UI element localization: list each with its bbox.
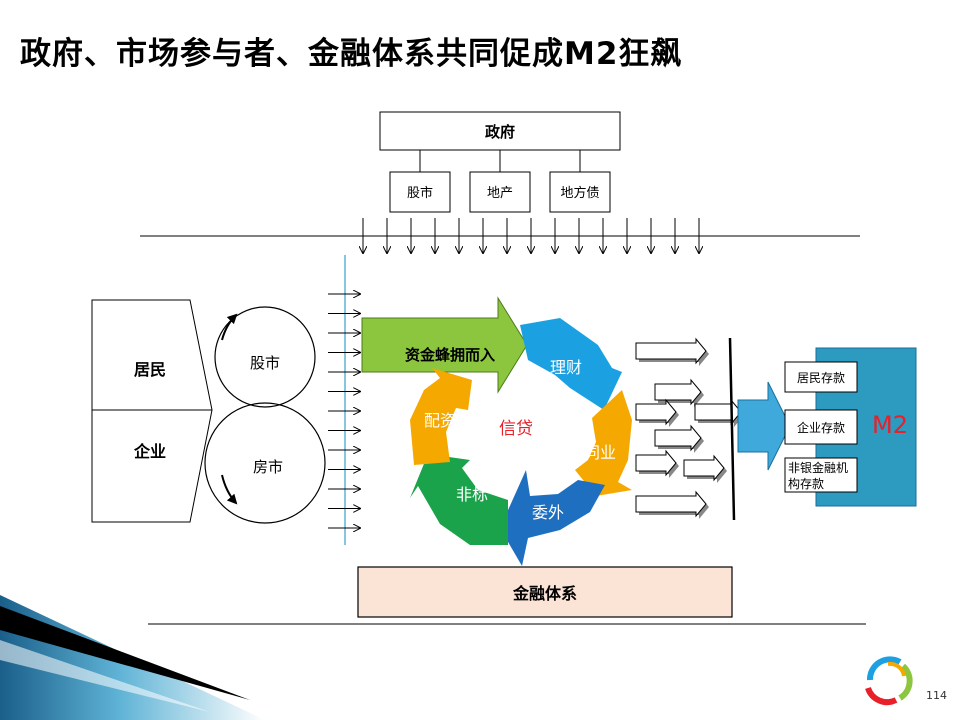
participant-enterprises: 企业 <box>133 442 166 461</box>
participants-box: 居民 企业 <box>91 299 213 523</box>
segment-feibiao <box>410 454 508 545</box>
segment-feibiao-label: 非标 <box>456 485 488 504</box>
financial-system-label: 金融体系 <box>512 584 577 603</box>
ring-logo <box>865 656 913 706</box>
page-number: 114 <box>926 689 947 702</box>
segment-weiwai-label: 委外 <box>532 503 564 522</box>
government-label: 政府 <box>485 123 515 141</box>
m2-label: M2 <box>872 411 908 439</box>
m2-component-nonbank-line2: 构存款 <box>788 476 824 491</box>
m2-entry-arrow <box>737 381 791 471</box>
slide-title: 政府、市场参与者、金融体系共同促成M2狂飙 <box>20 36 683 72</box>
market-housing: 房市 <box>253 458 283 476</box>
outflow-arrow <box>635 490 707 518</box>
outflow-arrow <box>694 398 742 426</box>
government-channels: 股市 地产 地方债 <box>389 171 611 213</box>
inflow-arrow <box>361 296 528 394</box>
market-stock: 股市 <box>250 354 280 372</box>
decor-wedge <box>0 595 265 720</box>
outflow-arrow <box>654 424 702 452</box>
m2-component-residents: 居民存款 <box>797 371 845 385</box>
outflow-arrow <box>635 337 707 365</box>
outflow-arrow <box>635 449 677 477</box>
segment-weiwai <box>500 470 605 566</box>
channel-localdebt: 地方债 <box>560 185 599 201</box>
outflow-arrow <box>683 454 725 482</box>
segment-peizi-label: 配资 <box>424 411 456 430</box>
channel-realestate: 地产 <box>487 186 513 201</box>
inflow-label: 资金蜂拥而入 <box>405 346 495 364</box>
policy-down-arrows <box>363 218 699 253</box>
cycle-center-label: 信贷 <box>499 419 533 439</box>
channel-stock: 股市 <box>407 185 433 201</box>
m2-component-nonbank-line1: 非银金融机 <box>788 460 848 475</box>
segment-tongye-label: 同业 <box>584 443 616 462</box>
government-box: 政府 <box>379 111 621 172</box>
segment-tongye <box>575 390 632 496</box>
market-circles: 股市 房市 <box>204 306 326 524</box>
outflow-arrow <box>654 378 702 406</box>
segment-licai-label: 理财 <box>550 358 582 377</box>
financial-system-box: 金融体系 <box>357 566 733 618</box>
segment-peizi <box>410 368 472 465</box>
outflow-arrows <box>635 337 744 519</box>
m2-component-enterprises: 企业存款 <box>797 420 845 435</box>
participant-residents: 居民 <box>134 360 166 379</box>
credit-cycle: 资金蜂拥而入 理财 同业 委外 非标 配资 信贷 <box>361 296 632 566</box>
outflow-arrow <box>635 398 677 426</box>
inflow-right-arrows <box>328 294 360 528</box>
m2-separator <box>728 337 736 521</box>
m2-box: M2 居民存款 企业存款 非银金融机 构存款 <box>784 347 917 507</box>
segment-licai <box>520 318 622 410</box>
